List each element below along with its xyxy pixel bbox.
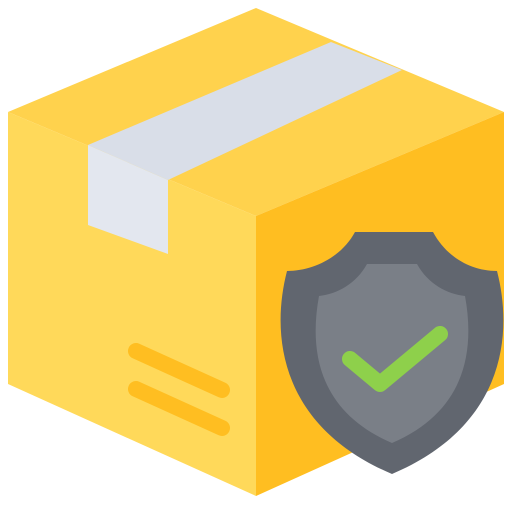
shield-inner (315, 264, 469, 443)
box-tape-top (88, 42, 402, 180)
box-tape-front (88, 145, 168, 254)
shield-icon (280, 232, 504, 474)
box-left-face (8, 112, 256, 496)
box-mark-line (128, 343, 230, 398)
box-mark-line (128, 381, 230, 436)
checkmark-icon (342, 326, 448, 392)
